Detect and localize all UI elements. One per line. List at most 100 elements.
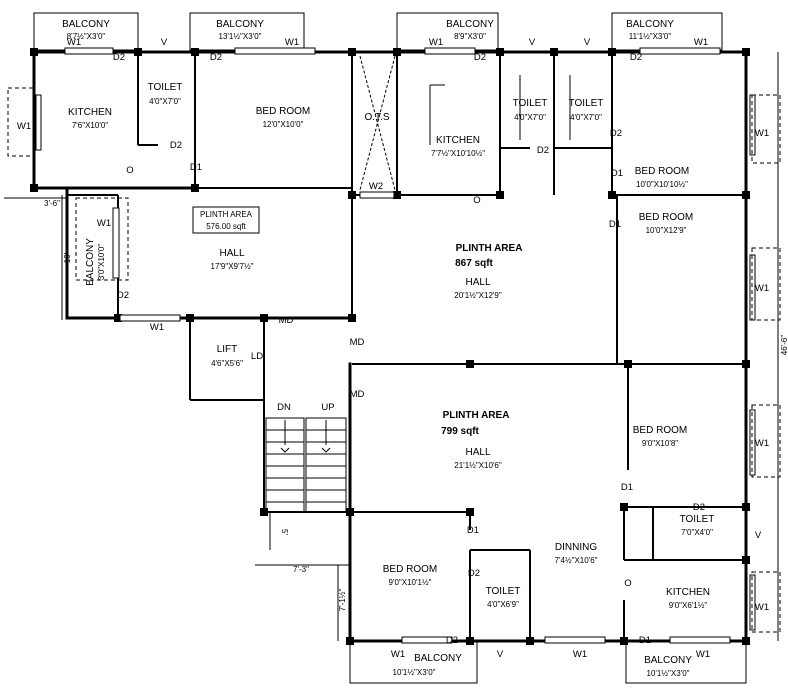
- stair-up-label: UP: [321, 402, 334, 413]
- room-name: BED ROOM: [383, 564, 437, 575]
- room-name: BALCONY: [62, 19, 110, 30]
- ventilator-tag: V: [497, 649, 504, 660]
- door-tag: D1: [621, 482, 633, 493]
- staircase: [265, 417, 347, 513]
- room-name: BED ROOM: [639, 212, 693, 223]
- window-tag: W1: [755, 602, 769, 613]
- room-size: 9'0"X10'1½": [389, 578, 432, 587]
- room-size: 7'6"X10'0": [72, 121, 108, 130]
- plinth-area-label: PLINTH AREA: [200, 210, 253, 219]
- window-tag: W1: [694, 37, 708, 48]
- door-tag: D2: [537, 145, 549, 156]
- ventilator-tag: V: [529, 37, 536, 48]
- door-tag: D2: [170, 140, 182, 151]
- door-tag: D2: [630, 52, 642, 63]
- plinth-area-value: 799 sqft: [441, 426, 479, 437]
- door-tag: D2: [446, 635, 458, 646]
- window-tag: W1: [755, 128, 769, 139]
- room-size: 4'0"X6'9": [487, 600, 519, 609]
- room-name: TOILET: [569, 98, 604, 109]
- room-size: 8'9"X3'0": [454, 32, 486, 41]
- window-tag: W1: [696, 649, 710, 660]
- window-tag: W1: [429, 37, 443, 48]
- room-size: 17'9"X9'7½": [211, 262, 254, 271]
- room-name: DINNING: [555, 542, 597, 553]
- plinth-area-value: 867 sqft: [455, 258, 493, 269]
- window-tag: W2: [369, 181, 383, 192]
- room-size: 12'0"X10'0": [263, 120, 304, 129]
- exterior-walls: [32, 50, 748, 643]
- window-tag: W1: [755, 438, 769, 449]
- room-name: BALCONY: [446, 19, 494, 30]
- dimension-text: 7'-1½": [338, 589, 347, 612]
- lift-door-label: LD: [251, 351, 263, 362]
- ventilator-tag: V: [161, 37, 168, 48]
- door-tag: D2: [474, 52, 486, 63]
- room-name: TOILET: [148, 82, 183, 93]
- plinth-area-label: PLINTH AREA: [456, 243, 523, 254]
- door-tag: D1: [467, 525, 479, 536]
- room-size: 13'1½"X3'0": [219, 32, 262, 41]
- room-size: 4'0"X7'0": [570, 113, 602, 122]
- room-size: 8'7½"X3'0": [67, 32, 106, 41]
- ventilator-tag: V: [755, 530, 762, 541]
- room-name: KITCHEN: [666, 587, 710, 598]
- room-name: TOILET: [486, 586, 521, 597]
- main-door-label: MD: [279, 315, 294, 326]
- door-tag: D2: [468, 568, 480, 579]
- window-tag: W1: [67, 37, 81, 48]
- room-size: 10'0"X12'9": [646, 226, 687, 235]
- door-tag: D2: [113, 52, 125, 63]
- projections: [7, 87, 781, 633]
- room-name: HALL: [465, 447, 490, 458]
- room-size: 4'6"X5'6": [211, 359, 243, 368]
- room-size: 11'1½"X3'0": [629, 32, 672, 41]
- door-tag: D2: [117, 290, 129, 301]
- ots-shaft: [359, 55, 396, 191]
- room-name: BALCONY: [626, 19, 674, 30]
- dimension-text: 10': [63, 252, 72, 263]
- room-name: BED ROOM: [256, 106, 310, 117]
- main-door-label: MD: [350, 337, 365, 348]
- door-tag: D2: [610, 128, 622, 139]
- door-tag: D1: [609, 219, 621, 230]
- room-size: 10'0"X10'10½": [636, 180, 688, 189]
- dimension-text: 46'-6": [780, 335, 788, 356]
- window-tag: W1: [391, 649, 405, 660]
- window-tag: W1: [755, 283, 769, 294]
- plinth-area-label: PLINTH AREA: [443, 410, 510, 421]
- room-name: TOILET: [680, 514, 715, 525]
- room-size: 7'7½"X10'10½": [431, 149, 485, 158]
- door-tag: D2: [693, 502, 705, 513]
- dimension-text: 5': [280, 529, 289, 535]
- door-tag: D1: [190, 162, 202, 173]
- room-size: 4'0"X7'0": [514, 113, 546, 122]
- dimension-text: 7'-3": [293, 565, 309, 574]
- dimension-lines: [4, 52, 779, 641]
- ots-label: O.T.S: [364, 112, 389, 123]
- stair-down-label: DN: [277, 402, 291, 413]
- room-size: 10'1½"X3'0": [393, 668, 436, 677]
- main-door-label: MD: [350, 389, 365, 400]
- room-name: HALL: [465, 277, 490, 288]
- door-marks: [429, 75, 571, 145]
- room-name: LIFT: [217, 344, 238, 355]
- ventilator-tag: V: [584, 37, 591, 48]
- window-tag: W1: [150, 322, 164, 333]
- room-size: 9'0"X10'8": [642, 439, 678, 448]
- room-size: 10'1½"X3'0": [647, 669, 690, 678]
- window-tag: W1: [17, 121, 31, 132]
- door-tag: D2: [210, 52, 222, 63]
- room-name: BALCONY: [216, 19, 264, 30]
- room-size: 3'0"X10'0": [97, 244, 106, 280]
- room-name: HALL: [219, 248, 244, 259]
- opening-tag: O: [473, 195, 480, 206]
- room-size: 7'0"X4'0": [681, 528, 713, 537]
- room-name: TOILET: [513, 98, 548, 109]
- plinth-area-value: 576.00 sqft: [206, 222, 246, 231]
- room-name: KITCHEN: [436, 135, 480, 146]
- columns: [30, 48, 750, 645]
- plinth-area-box: [192, 206, 260, 234]
